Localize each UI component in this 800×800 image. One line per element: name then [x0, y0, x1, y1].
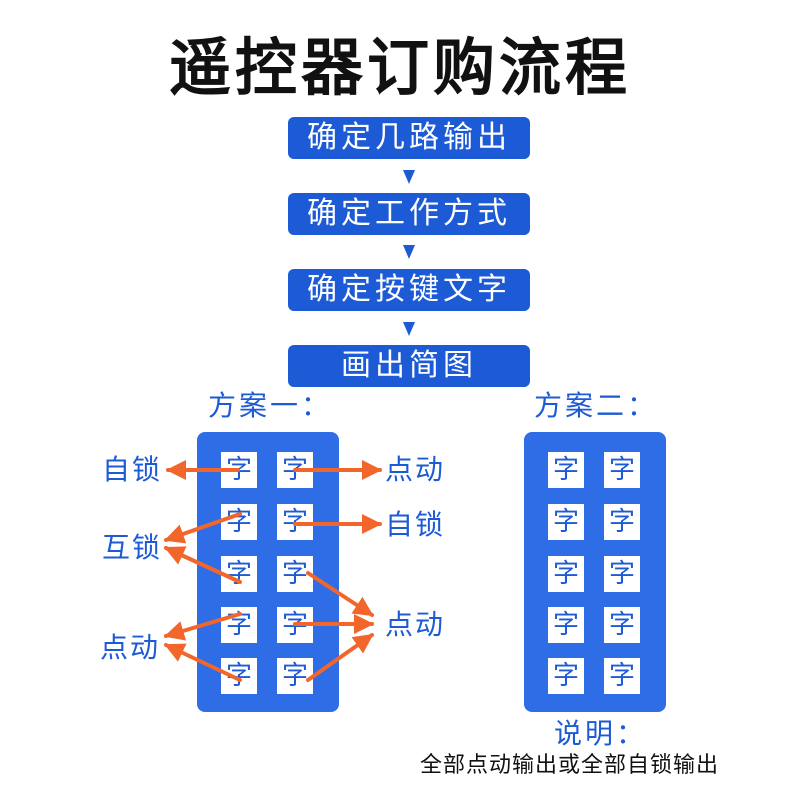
scheme2-key: 字 — [548, 607, 584, 643]
page-title: 遥控器订购流程 — [168, 31, 631, 104]
scheme2-key: 字 — [604, 504, 640, 540]
connector-arrow — [164, 512, 242, 544]
scheme2-key: 字 — [604, 607, 640, 643]
flow-arrow-1 — [403, 170, 415, 184]
scheme2-key: 字 — [604, 452, 640, 488]
scheme1-key: 字 — [221, 504, 257, 540]
scheme1-label: 方案一： — [208, 389, 333, 422]
scheme2-key: 字 — [548, 452, 584, 488]
connector-arrow — [164, 546, 242, 584]
connector-arrow — [164, 643, 242, 682]
note-text: 全部点动输出或全部自锁输出 — [420, 753, 720, 778]
scheme1-key: 字 — [277, 556, 313, 592]
scheme1-remote: 字 字 字 字 字 字 字 字 字 字 — [197, 432, 339, 712]
scheme2-label: 方案二： — [534, 389, 659, 422]
callout-label: 点动 — [385, 453, 446, 486]
callout-label: 点动 — [385, 608, 446, 641]
flow-step-1: 确定几路输出 — [288, 117, 530, 159]
flow-step-3: 确定按键文字 — [288, 269, 530, 311]
connector-arrow — [306, 571, 374, 617]
scheme2-key: 字 — [604, 658, 640, 694]
callout-label: 互锁 — [102, 531, 163, 564]
scheme2-key: 字 — [548, 556, 584, 592]
callout-label: 点动 — [100, 631, 161, 664]
flow-step-2: 确定工作方式 — [288, 193, 530, 235]
callout-label: 自锁 — [385, 508, 446, 541]
flow-arrow-2 — [403, 245, 415, 259]
scheme2-key: 字 — [548, 504, 584, 540]
connector-arrow — [164, 612, 242, 641]
connector-arrow — [306, 633, 374, 682]
scheme2-remote: 字 字 字 字 字 字 字 字 字 字 — [524, 432, 666, 712]
scheme1-key: 字 — [221, 658, 257, 694]
callout-label: 自锁 — [102, 453, 163, 486]
scheme2-key: 字 — [548, 658, 584, 694]
flow-arrow-3 — [403, 322, 415, 336]
flow-step-4: 画出简图 — [288, 345, 530, 387]
note-title: 说明： — [554, 717, 648, 750]
scheme1-key: 字 — [277, 658, 313, 694]
scheme2-key: 字 — [604, 556, 640, 592]
